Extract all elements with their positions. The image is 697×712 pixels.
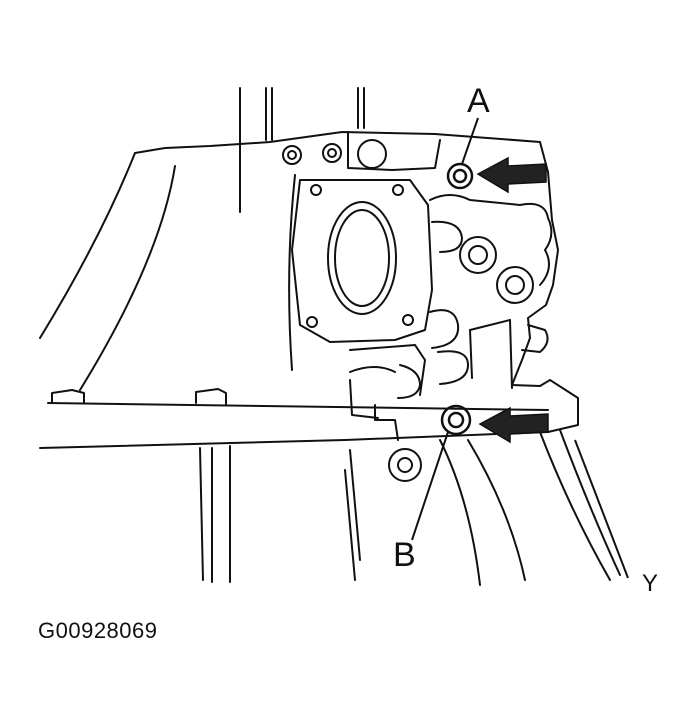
- right-boss-1-inner: [468, 245, 488, 265]
- boss-top-1-inner: [287, 150, 297, 160]
- callout-label-a: A: [467, 82, 490, 120]
- flange-hole-3: [306, 316, 318, 328]
- leader-b: [411, 431, 449, 541]
- arrow-b-icon: [478, 406, 549, 444]
- lower-legs: [199, 429, 621, 586]
- arrow-a-icon: [476, 156, 547, 194]
- leader-a: [461, 117, 479, 165]
- flange-hole-1: [310, 184, 322, 196]
- figure-id: G00928069: [38, 618, 158, 643]
- lower-pocket: [349, 379, 379, 419]
- lower-rib-2: [349, 366, 396, 373]
- right-boss-2-inner: [505, 275, 525, 295]
- right-lower-lobe-2: [437, 350, 469, 385]
- housing-left-curve: [39, 152, 136, 339]
- right-lower-lobe: [429, 309, 460, 349]
- housing-outline: [134, 131, 579, 433]
- boss-top-1: [282, 145, 302, 165]
- callout-label-y: Y: [642, 570, 659, 597]
- callout-label-b: B: [393, 536, 416, 574]
- flange-port-inner: [334, 209, 390, 307]
- horizontal-beam: [39, 388, 549, 449]
- lower-boss: [388, 448, 422, 482]
- bolt-b: [440, 404, 472, 436]
- lower-boss-inner: [397, 457, 413, 473]
- inner-tab: [374, 404, 399, 441]
- boss-top-2-inner: [327, 148, 337, 158]
- bolt-a: [446, 162, 474, 190]
- housing-right-curve: [288, 174, 296, 371]
- leader-y: [574, 439, 629, 579]
- flange-hole-4: [402, 314, 414, 326]
- top-block-boss: [357, 139, 387, 169]
- upper-pipes: [239, 87, 365, 213]
- lower-lobe: [397, 364, 421, 399]
- right-tab: [521, 324, 549, 353]
- right-boss-1: [459, 236, 497, 274]
- boss-top-2: [322, 143, 342, 163]
- top-block: [347, 131, 441, 171]
- flange-hole-2: [392, 184, 404, 196]
- right-boss-2: [496, 266, 534, 304]
- housing-inner-curve: [79, 165, 176, 391]
- lower-rib: [349, 344, 426, 396]
- right-lobes: [429, 194, 553, 286]
- right-lobe-1: [431, 220, 463, 253]
- flange-plate: [291, 179, 433, 343]
- flange-port: [327, 201, 397, 315]
